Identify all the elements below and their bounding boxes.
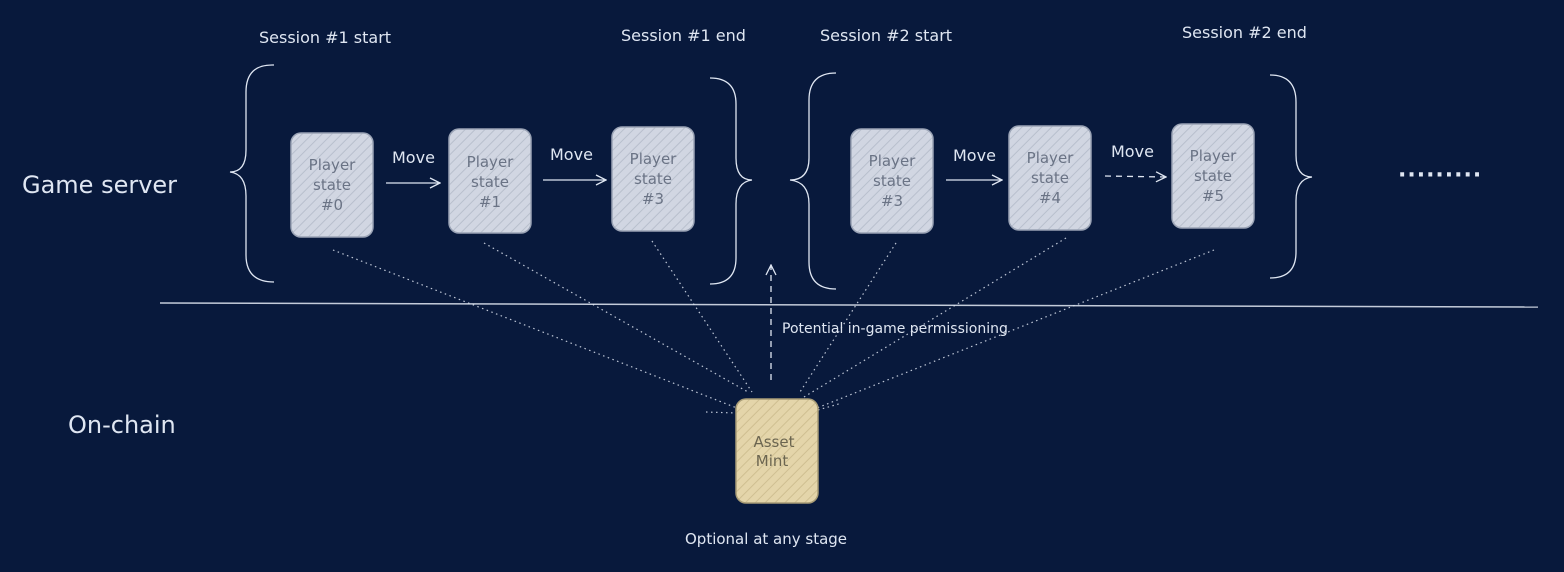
- session-1-end-label: Session #1 end: [621, 26, 746, 45]
- permissioning-label: Potential in-game permissioning: [782, 321, 1008, 337]
- player-state-node: Player state #5: [1171, 123, 1255, 229]
- optional-stage-label: Optional at any stage: [685, 530, 847, 548]
- svg-text:state: state: [1031, 169, 1069, 187]
- svg-text:#4: #4: [1039, 189, 1061, 207]
- row-label-on-chain: On-chain: [68, 411, 176, 439]
- svg-text:Player: Player: [869, 152, 917, 170]
- svg-text:#0: #0: [321, 196, 343, 214]
- player-state-node: Player state #3: [611, 126, 695, 232]
- svg-text:state: state: [873, 172, 911, 190]
- session-2-open-brace: [789, 72, 837, 290]
- svg-text:Player: Player: [630, 150, 678, 168]
- move-edge: Move: [543, 145, 606, 180]
- continuation-ellipsis: ·········: [1398, 163, 1482, 188]
- svg-text:#1: #1: [479, 193, 501, 211]
- svg-text:state: state: [471, 173, 509, 191]
- move-edge: Move: [946, 146, 1002, 180]
- session-2-start-label: Session #2 start: [820, 26, 952, 45]
- session-1-close-brace: [709, 77, 753, 285]
- svg-text:Player: Player: [309, 156, 357, 174]
- player-state-node: Player state #3: [850, 128, 934, 234]
- svg-text:#5: #5: [1202, 187, 1224, 205]
- svg-text:state: state: [313, 176, 351, 194]
- svg-text:#3: #3: [642, 190, 664, 208]
- player-state-node: Player state #4: [1008, 125, 1092, 231]
- svg-text:#3: #3: [881, 192, 903, 210]
- svg-text:Mint: Mint: [756, 452, 789, 470]
- svg-text:Player: Player: [1190, 147, 1238, 165]
- move-edge: Move: [386, 148, 440, 183]
- layer-divider: [159, 302, 1539, 308]
- svg-text:Move: Move: [550, 145, 593, 164]
- session-1-start-label: Session #1 start: [259, 28, 391, 47]
- svg-text:state: state: [634, 170, 672, 188]
- mint-links: [332, 237, 1215, 414]
- svg-text:Move: Move: [392, 148, 435, 167]
- session-2-close-brace: [1269, 74, 1313, 279]
- svg-text:Player: Player: [467, 153, 515, 171]
- row-label-game-server: Game server: [22, 171, 177, 199]
- svg-text:state: state: [1194, 167, 1232, 185]
- svg-text:Move: Move: [953, 146, 996, 165]
- move-edge-dashed: Move: [1104, 142, 1166, 177]
- session-1-open-brace: [229, 64, 275, 283]
- svg-text:Move: Move: [1111, 142, 1154, 161]
- asset-mint-node: Asset Mint: [735, 398, 819, 504]
- session-2-end-label: Session #2 end: [1182, 23, 1307, 42]
- player-state-node: Player state #1: [448, 128, 532, 234]
- svg-text:Player: Player: [1027, 149, 1075, 167]
- player-state-node: Player state #0: [290, 132, 374, 238]
- svg-text:Asset: Asset: [753, 433, 794, 451]
